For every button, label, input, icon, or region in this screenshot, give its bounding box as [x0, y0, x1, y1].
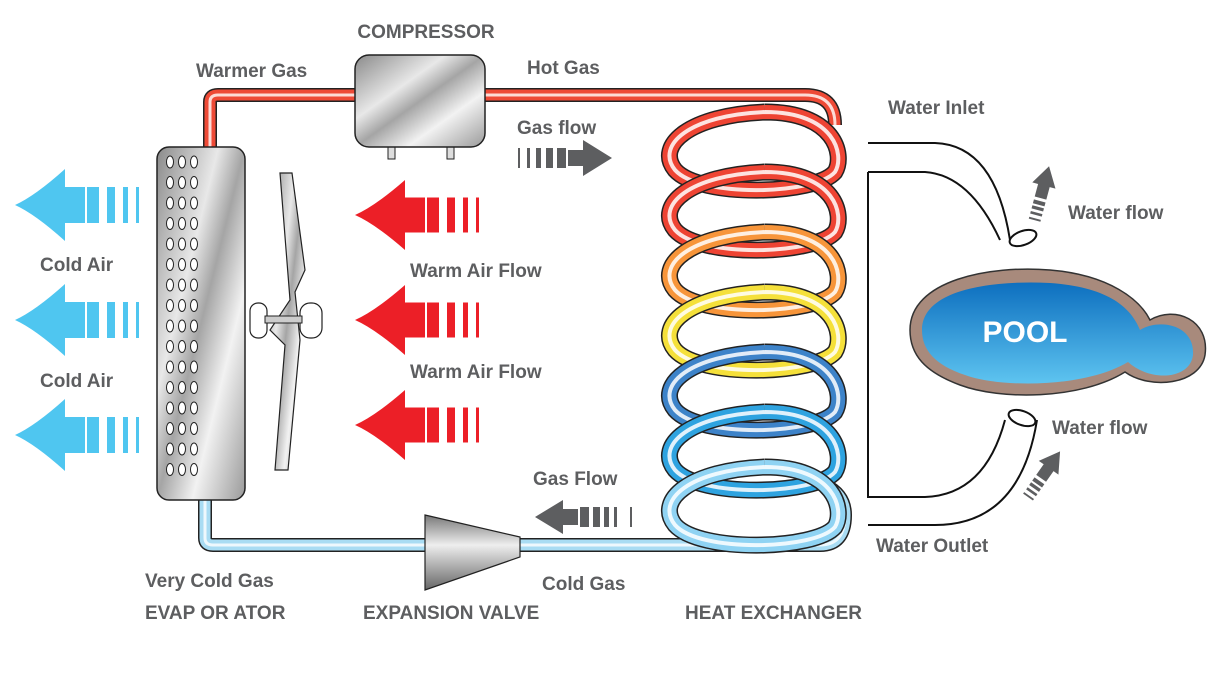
evaporator-vent: [166, 319, 174, 333]
warm-air-flow-label: Warm Air Flow: [410, 261, 542, 282]
cold-air-arrow-icon: [15, 399, 139, 471]
evaporator-vent: [190, 299, 198, 312]
evaporator-vent: [190, 442, 198, 456]
evaporator-vent: [178, 258, 186, 271]
evaporator-vent: [190, 278, 198, 292]
evaporator-vent: [166, 340, 174, 353]
evaporator-vent: [178, 319, 186, 333]
evaporator-vent: [190, 217, 198, 230]
gas-flow-top-label: Gas flow: [517, 118, 596, 139]
evaporator-vent: [190, 258, 198, 271]
evaporator-vent: [178, 422, 186, 435]
evaporator-vent: [178, 360, 186, 374]
evaporator-vent: [178, 176, 186, 189]
evaporator-vent: [190, 196, 198, 210]
cold-air-label: Cold Air: [40, 371, 114, 392]
evaporator-vent: [166, 299, 174, 312]
expansion-valve: [424, 514, 521, 591]
very-cold-gas-label: Very Cold Gas: [145, 571, 274, 592]
fan: [249, 172, 323, 471]
evaporator-vent: [190, 422, 198, 435]
evaporator-vent: [178, 155, 186, 169]
cold-air-arrow-icon: [15, 169, 139, 241]
water-flow-top-label: Water flow: [1068, 203, 1164, 224]
coil-loop: [661, 403, 847, 499]
evaporator-vent: [190, 381, 198, 394]
evaporator-vent: [178, 237, 186, 251]
evaporator-vent: [166, 217, 174, 230]
warmer-gas-label: Warmer Gas: [196, 61, 307, 82]
compressor-label: COMPRESSOR: [357, 22, 495, 43]
hot-gas-label: Hot Gas: [527, 58, 600, 79]
evaporator-vent: [190, 401, 198, 415]
evaporator-label: EVAP OR ATOR: [145, 603, 286, 624]
evaporator-vent: [166, 196, 174, 210]
evaporator-vent: [178, 278, 186, 292]
evaporator-vent: [166, 463, 174, 476]
heat-exchanger-coil: [661, 103, 847, 554]
water-flow-up-arrow-icon: [1028, 166, 1056, 222]
evaporator: [156, 146, 246, 501]
water-flow-bottom-label: Water flow: [1052, 418, 1148, 439]
evaporator-vent: [178, 217, 186, 230]
evaporator-vent: [190, 340, 198, 353]
cold-air-label: Cold Air: [40, 255, 114, 276]
water-outlet-label: Water Outlet: [876, 536, 989, 557]
cold-air-arrow-icon: [15, 284, 139, 356]
compressor: [354, 54, 486, 160]
evaporator-vent: [190, 155, 198, 169]
evaporator-vent: [166, 176, 174, 189]
evaporator-vent: [178, 401, 186, 415]
evaporator-vent: [178, 299, 186, 312]
evaporator-vent: [166, 381, 174, 394]
expansion-valve-label: EXPANSION VALVE: [363, 603, 539, 624]
water-flow-up-arrow-icon: [1023, 451, 1061, 501]
evaporator-vent: [166, 422, 174, 435]
evaporator-vent: [166, 442, 174, 456]
evaporator-vent: [178, 463, 186, 476]
evaporator-vent: [190, 237, 198, 251]
evaporator-vent: [190, 319, 198, 333]
evaporator-vent: [190, 360, 198, 374]
pool-label: POOL: [982, 316, 1067, 349]
coil-loop: [661, 283, 847, 379]
evaporator-vent: [190, 463, 198, 476]
evaporator-vent: [178, 340, 186, 353]
evaporator-vent: [166, 258, 174, 271]
evaporator-vent: [190, 176, 198, 189]
evaporator-vent: [178, 381, 186, 394]
water-pipes: [867, 142, 1038, 526]
coil-loop: [661, 458, 847, 554]
warm-air-arrow-icon: [355, 180, 479, 250]
pool: POOL: [909, 268, 1207, 396]
evaporator-vent: [178, 442, 186, 456]
gas-flow-right-arrow-icon: [518, 140, 612, 176]
evaporator-vent: [166, 360, 174, 374]
warm-air-arrow-icon: [355, 285, 479, 355]
evaporator-vent: [166, 278, 174, 292]
gas-flow-left-arrow-icon: [535, 500, 632, 534]
coil-loop: [661, 163, 847, 259]
warm-air-flow-label: Warm Air Flow: [410, 362, 542, 383]
evaporator-vent: [166, 237, 174, 251]
coil-loop: [661, 103, 847, 199]
warm-air-arrow-icon: [355, 390, 479, 460]
coil-loop: [661, 223, 847, 319]
heat-exchanger-label: HEAT EXCHANGER: [685, 603, 862, 624]
coil-loop: [661, 343, 847, 439]
evaporator-vent: [178, 196, 186, 210]
cold-gas-label: Cold Gas: [542, 574, 625, 595]
gas-flow-bottom-label: Gas Flow: [533, 469, 618, 490]
evaporator-vent: [166, 401, 174, 415]
evaporator-vent: [166, 155, 174, 169]
hot-gas-pipe: [203, 88, 842, 150]
water-inlet-label: Water Inlet: [888, 98, 985, 119]
